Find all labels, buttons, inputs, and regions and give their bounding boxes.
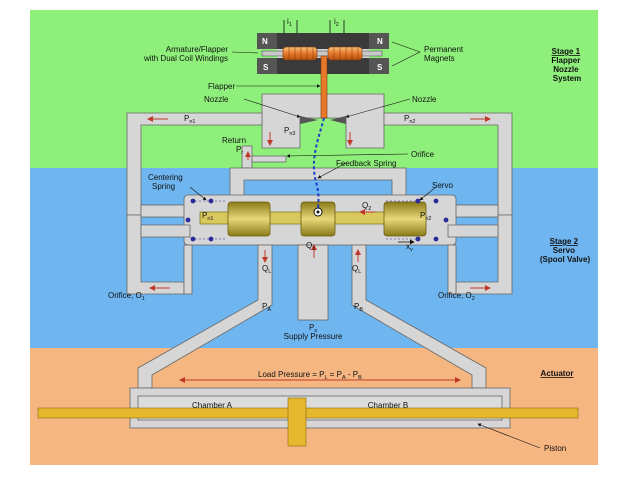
torque-motor: N N S S i1 i2 [257,17,389,74]
label-magnets-1: Permanent [424,45,464,54]
label-centering-1: Centering [148,173,183,182]
spool-land-left [227,201,271,237]
label-supply-pressure: Supply Pressure [284,332,343,341]
magnet-top [257,33,389,49]
label-orifice-o1: Orifice, O1 [108,291,145,302]
sym-pn1-spool: Pn1 [202,211,213,222]
label-centering-2: Spring [152,182,175,191]
sym-ql-right: QL [352,264,361,275]
current-i2: i2 [334,17,339,28]
label-orifice-center: Orifice [411,150,435,159]
sym-pn3: Pn3 [284,126,295,137]
pole-s-left: S [263,63,269,72]
label-flapper: Flapper [208,82,235,91]
label-chamber-a: Chamber A [192,401,233,410]
sym-q1: Q1 [306,241,315,252]
label-load-pressure: Load Pressure = PL = PA - PB [258,370,362,381]
spool [199,201,427,237]
sym-pa: PA [262,302,271,313]
pole-n-left: N [262,37,268,46]
label-orifice-o2: Orifice, O2 [438,291,475,302]
label-nozzle-left: Nozzle [204,95,229,104]
sym-q2: Q2 [362,201,371,212]
sym-ps: Ps [309,323,317,334]
actuator-label: Actuator [541,369,574,378]
sym-pn1-top: Pn1 [184,114,195,125]
label-piston: Piston [544,444,566,453]
spool-land-right [383,201,427,237]
pole-s-right: S [377,63,383,72]
label-return: Return [222,136,246,145]
label-nozzle-right: Nozzle [412,95,437,104]
label-armature-1: Armature/Flapper [166,45,229,54]
label-chamber-b: Chamber B [368,401,408,410]
feedback-spring [312,117,325,211]
sym-pn2-spool: Pn2 [420,211,431,222]
label-feedback-spring: Feedback Spring [336,159,396,168]
sym-pn2-top: Pn2 [404,114,415,125]
coil-right [327,46,363,61]
coil-left [282,46,318,61]
piston [37,397,579,447]
nozzle-tip-right [330,116,346,124]
current-i1: i1 [287,17,292,28]
nozzle-tip-left [300,116,318,124]
sym-pr: Pr [236,145,243,156]
label-servo: Servo [432,181,453,190]
pole-n-right: N [377,37,383,46]
label-magnets-2: Magnets [424,54,455,63]
sym-pb: PB [354,302,363,313]
leader-lines [189,41,541,449]
sym-ql-left: QL [262,264,271,275]
armature-bar [261,50,383,57]
flapper-rod [320,55,328,119]
flow-arrows [147,116,491,383]
sym-xv: xv [406,242,413,253]
label-armature-2: with Dual Coil Windings [143,54,228,63]
stage2-label: Stage 2 Servo (Spool Valve) [540,237,591,264]
stage1-label: Stage 1 Flapper Nozzle System [551,47,582,83]
